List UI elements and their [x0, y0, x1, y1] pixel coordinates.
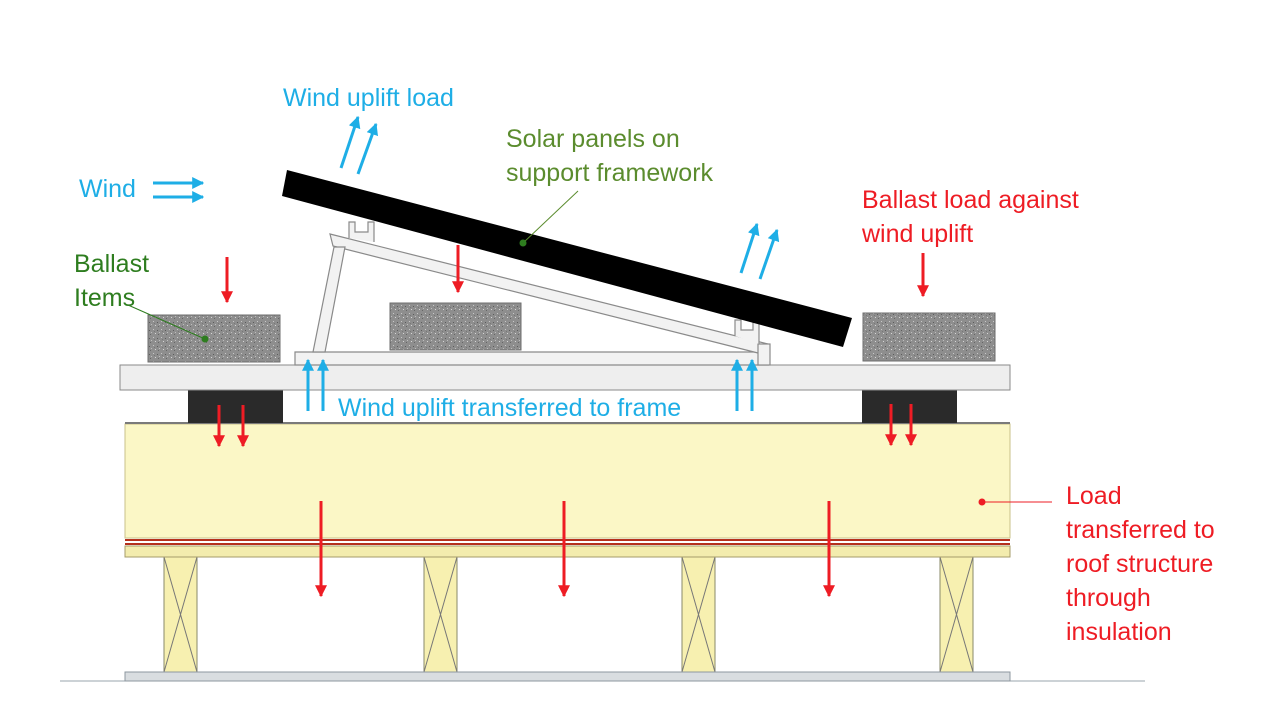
mounting-clip [348, 221, 375, 242]
joist [423, 556, 458, 673]
load-transferred-label-line4: through [1066, 584, 1151, 612]
ballast-items-label-line2: Items [74, 284, 136, 312]
load-transferred-label-line3: roof structure [1066, 550, 1214, 578]
wind-uplift-transferred-label: Wind uplift transferred to frame [338, 394, 682, 422]
solar-panels-label-line2: support framework [506, 159, 714, 187]
joist [939, 556, 974, 673]
ballast-block [147, 314, 281, 363]
frame-leg [312, 246, 346, 353]
support-framework [294, 221, 771, 366]
insulation-layer [124, 423, 1011, 539]
ballast-block [389, 302, 522, 351]
ballast-leader-line [127, 304, 206, 340]
uplift-arrow [739, 222, 760, 274]
joist [681, 556, 716, 673]
load-transferred-label-line5: insulation [1066, 618, 1172, 646]
ballast-leader-dot [201, 335, 209, 343]
frame-base-rail [294, 351, 770, 366]
ballast-load-label-line1: Ballast load against [862, 186, 1079, 214]
load-transferred-label-line2: transferred to [1066, 516, 1215, 544]
wind-label: Wind [79, 175, 136, 203]
roof-deck [124, 545, 1011, 558]
roof-joists [163, 556, 974, 673]
ballast-load-arrows [213, 245, 929, 598]
solar-panel [282, 170, 852, 347]
uplift-arrow [339, 115, 361, 169]
wind-uplift-load-label: Wind uplift load [283, 84, 454, 112]
panel-leader-dot [519, 239, 527, 247]
solar-panels-label-line1: Solar panels on [506, 125, 680, 153]
ballast-block [862, 312, 996, 362]
ceiling-board [124, 671, 1011, 682]
load-transferred-label-line1: Load [1066, 482, 1122, 510]
ballast-items-label-line1: Ballast [74, 250, 150, 278]
uplift-arrow [758, 228, 780, 280]
joist [163, 556, 198, 673]
base-tray [119, 364, 1011, 391]
frame-end-post [757, 343, 771, 366]
insulation-leader-dot [978, 498, 986, 506]
panel-leader-line [522, 190, 579, 244]
ballast-load-label-line2: wind uplift [862, 220, 974, 248]
uplift-arrow [356, 122, 378, 175]
wind-arrows [153, 115, 780, 411]
